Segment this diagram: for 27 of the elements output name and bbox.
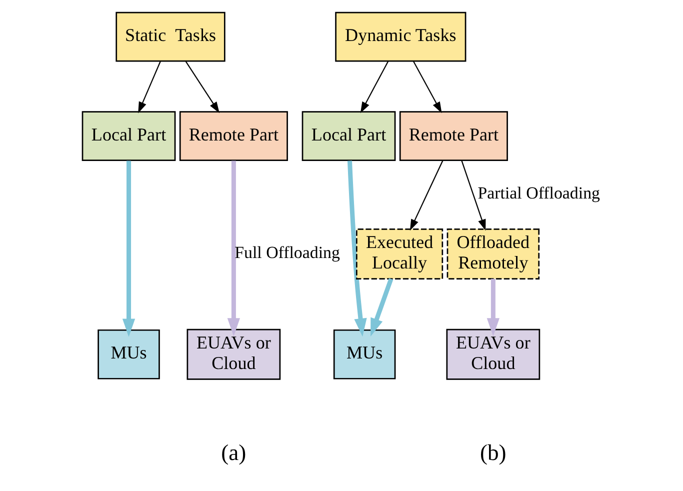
node-box: Offloaded Remotely [446, 228, 540, 280]
node-box: EUAVs or Cloud [446, 328, 540, 380]
edge-label: Partial Offloading [477, 184, 600, 203]
node-box: MUs [97, 329, 160, 380]
node-box: Local Part [81, 111, 176, 161]
arrow [122, 160, 135, 337]
edge-label: Full Offloading [234, 242, 340, 262]
arrow [346, 160, 366, 337]
node-box: Remote Part [178, 111, 288, 161]
label: (a) [220, 440, 246, 465]
node-box: Remote Part [398, 111, 508, 161]
arrow [486, 278, 500, 336]
node-box: Static Tasks [115, 12, 225, 62]
arrow [138, 61, 160, 114]
node-box: Executed Locally [355, 228, 443, 280]
arrow [360, 61, 388, 114]
arrow [184, 61, 219, 114]
node-box: MUs [332, 329, 396, 380]
arrow [370, 278, 393, 336]
arrow [409, 160, 443, 231]
node-box: Dynamic Tasks [334, 12, 466, 62]
label: (b) [480, 440, 506, 465]
arrow [412, 61, 442, 114]
arrow [460, 160, 486, 231]
node-box: Local Part [301, 111, 396, 161]
arrow [226, 160, 240, 336]
node-box: EUAVs or Cloud [186, 328, 280, 380]
